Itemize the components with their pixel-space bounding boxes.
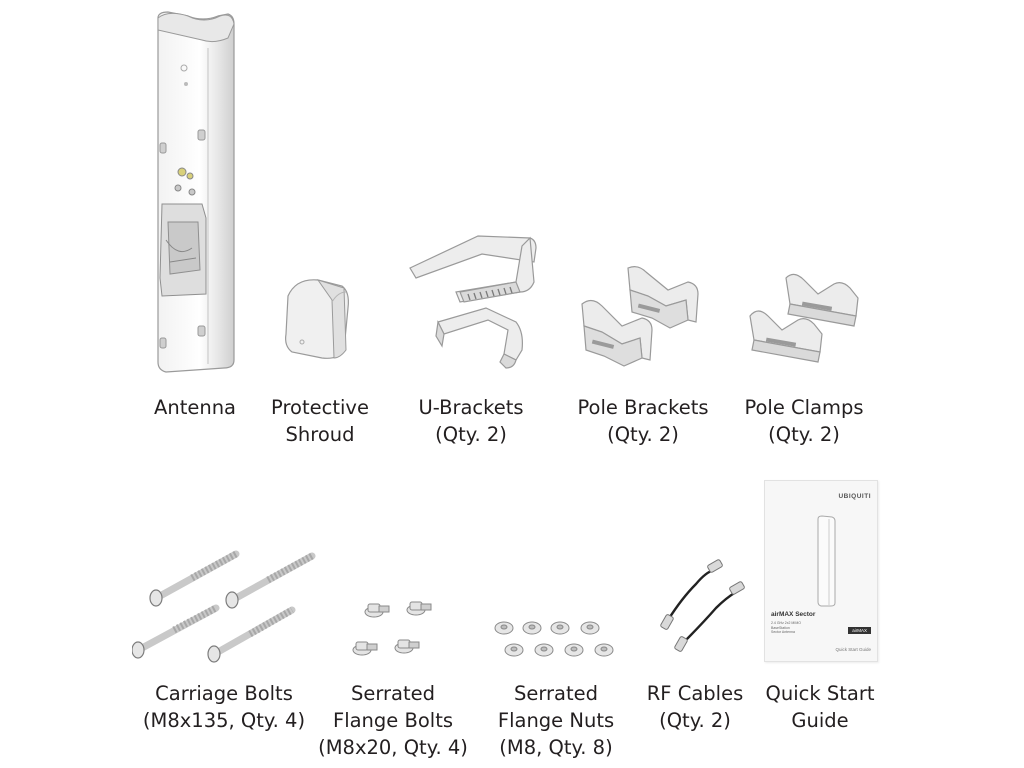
guide-antenna-image: [817, 515, 836, 607]
u-brackets-illustration: [409, 235, 537, 369]
pole-clamps-label: Pole Clamps (Qty. 2): [744, 396, 864, 446]
guide-airmax-badge: airMAX: [848, 627, 871, 634]
protective-shroud-illustration: [285, 279, 349, 359]
guide-product-line: airMAX Sector: [771, 611, 816, 618]
guide-brand-logo: UBIQUITI: [838, 493, 871, 500]
quick-start-guide-cover: UBIQUITI airMAX Sector 2.4 GHz 2x2 MIMO …: [764, 480, 878, 662]
antenna-illustration: [157, 11, 235, 373]
carriage-bolts-label: Carriage Bolts (M8x135, Qty. 4): [142, 682, 306, 732]
antenna-label: Antenna: [153, 396, 237, 419]
pole-brackets-illustration: [581, 266, 699, 367]
quick-start-guide-label: Quick Start Guide: [765, 682, 875, 732]
guide-spec-lines: 2.4 GHz 2x2 MIMO BaseStation Sector Ante…: [771, 621, 801, 634]
carriage-bolts-illustration: [132, 550, 316, 663]
u-brackets-label: U-Brackets (Qty. 2): [418, 396, 524, 446]
serrated-flange-bolts-illustration: [352, 601, 432, 656]
protective-shroud-label: Protective Shroud: [271, 396, 369, 446]
serrated-flange-nuts-label: Serrated Flange Nuts (M8, Qty. 8): [497, 682, 615, 759]
pole-brackets-label: Pole Brackets (Qty. 2): [577, 396, 709, 446]
pole-clamps-illustration: [749, 273, 859, 363]
serrated-flange-nuts-illustration: [494, 621, 614, 657]
guide-footer-text: Quick Start Guide: [835, 647, 871, 652]
serrated-flange-bolts-label: Serrated Flange Bolts (M8x20, Qty. 4): [318, 682, 468, 759]
rf-cables-label: RF Cables (Qty. 2): [646, 682, 744, 732]
rf-cables-illustration: [660, 559, 745, 652]
